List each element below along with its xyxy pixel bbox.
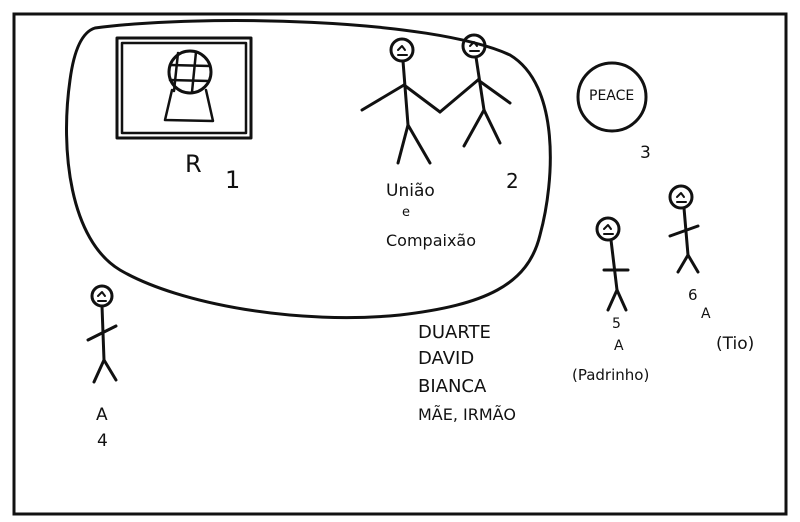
stick-figure-4 <box>86 284 118 384</box>
label-2: 2 <box>506 169 519 193</box>
stick-figure-5 <box>595 216 630 312</box>
label-a6: A <box>701 306 711 322</box>
name-david: DAVID <box>418 348 474 369</box>
globe-icon <box>167 49 213 95</box>
label-compaixao: Compaixão <box>386 231 476 250</box>
label-peace: PEACE <box>589 88 634 104</box>
label-tio: (Tio) <box>716 334 754 354</box>
name-duarte: DUARTE <box>418 322 491 343</box>
label-4: 4 <box>97 431 108 451</box>
peace-circle <box>576 61 648 133</box>
name-bianca: BIANCA <box>418 376 487 397</box>
label-6: 6 <box>688 286 698 304</box>
label-3: 3 <box>640 143 651 163</box>
page-frame <box>12 12 788 516</box>
label-a5: A <box>614 338 624 354</box>
framed-globe-picture <box>115 36 253 140</box>
label-uniao: União <box>386 181 435 201</box>
name-mae-irmao: MÃE, IRMÃO <box>418 405 516 424</box>
stick-figure-pair <box>360 33 512 165</box>
group-enclosure <box>65 19 552 320</box>
label-padrinho: (Padrinho) <box>572 366 649 384</box>
stick-figure-6 <box>668 184 700 274</box>
label-r: R <box>185 150 202 178</box>
label-5: 5 <box>612 316 621 332</box>
label-1: 1 <box>225 166 240 194</box>
label-a4: A <box>96 405 108 425</box>
label-e: e <box>402 205 410 220</box>
